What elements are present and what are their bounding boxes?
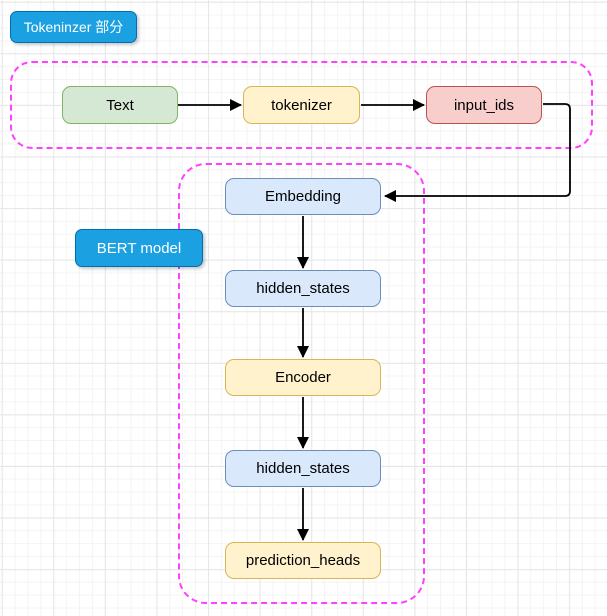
tokenizer-section-badge: Tokeninzer 部分: [10, 11, 137, 43]
tokenizer-group-container: [10, 61, 593, 149]
node-tokenizer: tokenizer: [243, 86, 360, 124]
node-embedding: Embedding: [225, 178, 381, 215]
node-encoder: Encoder: [225, 359, 381, 396]
node-hidden-states-2: hidden_states: [225, 450, 381, 487]
node-prediction-heads: prediction_heads: [225, 542, 381, 579]
node-hidden-states-1: hidden_states: [225, 270, 381, 307]
node-input-ids: input_ids: [426, 86, 542, 124]
bert-group-container: [178, 163, 425, 604]
node-text: Text: [62, 86, 178, 124]
bert-model-badge: BERT model: [75, 229, 203, 267]
